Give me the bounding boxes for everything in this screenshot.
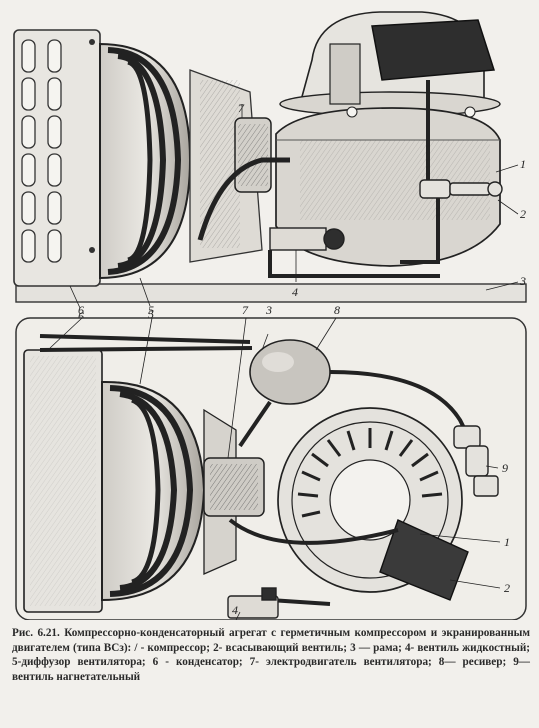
callout-bottom-2: 2 xyxy=(504,581,510,595)
callout-top-6: 6 xyxy=(78,309,84,323)
side-view: 1 2 3 4 5 6 7 xyxy=(13,11,527,323)
callout-bottom-1: 1 xyxy=(504,535,510,549)
callout-bottom-7: 7 xyxy=(242,303,249,317)
receiver-plan xyxy=(249,339,331,405)
callout-bottom-4: 4 xyxy=(232,603,238,617)
callout-top-1: 1 xyxy=(520,157,526,171)
callout-top-2: 2 xyxy=(520,207,526,221)
callout-bottom-6: 6 xyxy=(78,303,84,317)
compressor-plan xyxy=(277,407,469,601)
callout-top-3: 3 xyxy=(519,274,526,288)
fan-diffuser-plan xyxy=(101,380,206,602)
callouts-bottom xyxy=(49,317,501,620)
discharge-valve-plan xyxy=(453,425,499,497)
technical-illustration: 1 2 3 4 5 6 7 xyxy=(13,11,527,620)
condenser-side xyxy=(13,29,101,287)
callout-bottom-8: 8 xyxy=(334,303,340,317)
fan-motor-side xyxy=(234,117,272,193)
callout-top-7: 7 xyxy=(238,101,245,115)
callout-bottom-9: 9 xyxy=(502,461,508,475)
callout-top-4: 4 xyxy=(292,285,298,299)
callout-bottom-3: 3 xyxy=(265,303,272,317)
callout-bottom-5: 5 xyxy=(148,303,154,317)
suction-valve-side xyxy=(400,80,503,264)
figure-caption: Рис. 6.21. Компрессорно-конденсаторный а… xyxy=(12,627,530,683)
plan-view: 1 2 3 4 5 6 7 8 9 xyxy=(15,303,527,620)
callouts-top xyxy=(69,104,519,309)
liquid-valve-side xyxy=(197,157,440,278)
callout-top-5: 5 xyxy=(148,307,154,321)
fan-diffuser-side xyxy=(99,42,192,280)
fan-motor-plan xyxy=(203,457,265,517)
liquid-valve-plan xyxy=(227,587,279,619)
compressor-side xyxy=(275,11,501,267)
